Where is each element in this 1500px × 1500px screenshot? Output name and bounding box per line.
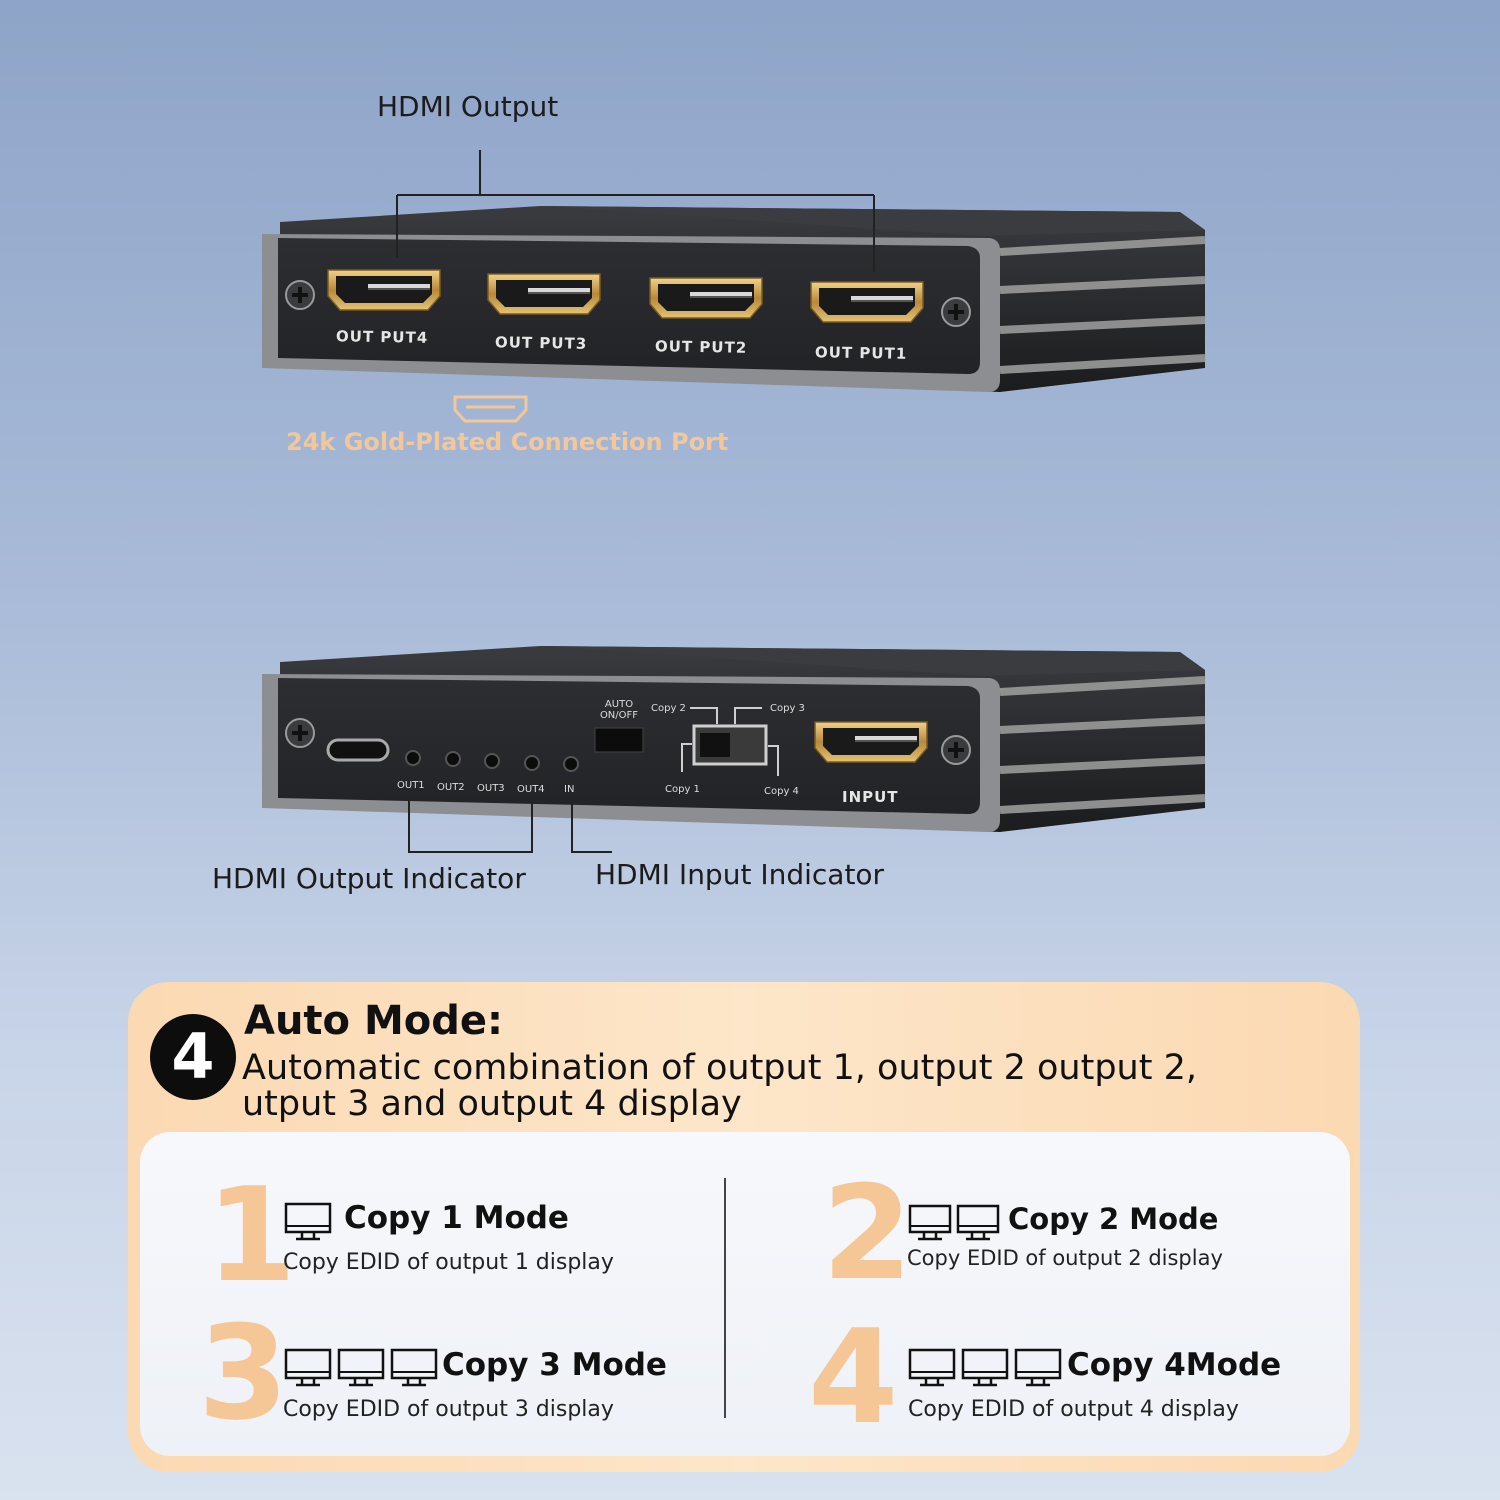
auto-mode-title: Auto Mode: <box>244 998 504 1044</box>
led-label-out2: OUT2 <box>437 782 465 793</box>
monitor-icon <box>337 1348 385 1387</box>
monitor-icon <box>908 1204 952 1241</box>
copy3-label: Copy 3 <box>770 703 805 714</box>
copy-modes-card <box>140 1132 1350 1456</box>
port-label-out1: OUT PUT1 <box>814 343 908 363</box>
mode-desc-1: Copy EDID of output 1 display <box>283 1250 614 1275</box>
device-illustrations <box>262 150 1206 853</box>
auto-mode-line1: Automatic combination of output 1, outpu… <box>242 1048 1197 1088</box>
auto-mode-badge: 4 <box>150 1014 236 1100</box>
copy1-label: Copy 1 <box>665 784 700 795</box>
input-port-label: INPUT <box>842 788 899 806</box>
mode-number-1: 1 <box>206 1159 297 1311</box>
led-label-in: IN <box>564 784 575 795</box>
auto-mode-description: Automatic combination of output 1, outpu… <box>242 1050 1302 1122</box>
monitor-icon <box>284 1202 332 1241</box>
auto-switch-label: AUTO ON/OFF <box>596 699 642 721</box>
hdmi-output-callout: HDMI Output <box>377 90 559 123</box>
modes-divider <box>724 1178 726 1418</box>
mode-number-4: 4 <box>808 1301 899 1453</box>
monitor-icons-2 <box>908 1204 1000 1241</box>
mode-title-3: Copy 3 Mode <box>442 1347 667 1383</box>
mode-title-2: Copy 2 Mode <box>1008 1202 1219 1236</box>
mode-title-4: Copy 4Mode <box>1067 1347 1282 1383</box>
monitor-icon <box>956 1204 1000 1241</box>
port-label-out2: OUT PUT2 <box>654 337 748 357</box>
auto-switch-line1: AUTO <box>604 699 634 710</box>
monitor-icon <box>1014 1348 1062 1387</box>
indicator-brackets <box>408 800 612 853</box>
led-label-out4: OUT4 <box>517 784 545 795</box>
auto-switch-line2: ON/OFF <box>599 710 639 721</box>
mode-desc-4: Copy EDID of output 4 display <box>908 1397 1239 1422</box>
monitor-icon <box>961 1348 1009 1387</box>
monitor-icon <box>390 1348 438 1387</box>
input-indicator-callout: HDMI Input Indicator <box>595 858 885 891</box>
mode-number-3: 3 <box>198 1297 289 1449</box>
mode-desc-3: Copy EDID of output 3 display <box>283 1397 614 1422</box>
led-label-out1: OUT1 <box>397 780 425 791</box>
port-label-out3: OUT PUT3 <box>494 333 588 353</box>
led-label-out3: OUT3 <box>477 783 505 794</box>
monitor-icons-4 <box>908 1348 1062 1387</box>
back-device <box>262 646 1206 832</box>
output-indicator-callout: HDMI Output Indicator <box>212 862 526 895</box>
monitor-icon <box>908 1348 956 1387</box>
mode-title-1: Copy 1 Mode <box>344 1200 569 1236</box>
port-label-out4: OUT PUT4 <box>335 327 429 347</box>
copy2-label: Copy 2 <box>651 703 686 714</box>
front-device <box>262 206 1206 392</box>
hdmi-port-icon <box>453 395 528 423</box>
copy4-label: Copy 4 <box>764 786 799 797</box>
auto-mode-line2: utput 3 and output 4 display <box>242 1084 742 1124</box>
mode-desc-2: Copy EDID of output 2 display <box>907 1246 1223 1270</box>
monitor-icon <box>284 1348 332 1387</box>
monitor-icons-3 <box>284 1348 438 1387</box>
mode-number-2: 2 <box>822 1157 913 1309</box>
gold-port-callout: 24k Gold-Plated Connection Port <box>286 428 729 456</box>
hdmi-output-bracket <box>396 150 875 272</box>
